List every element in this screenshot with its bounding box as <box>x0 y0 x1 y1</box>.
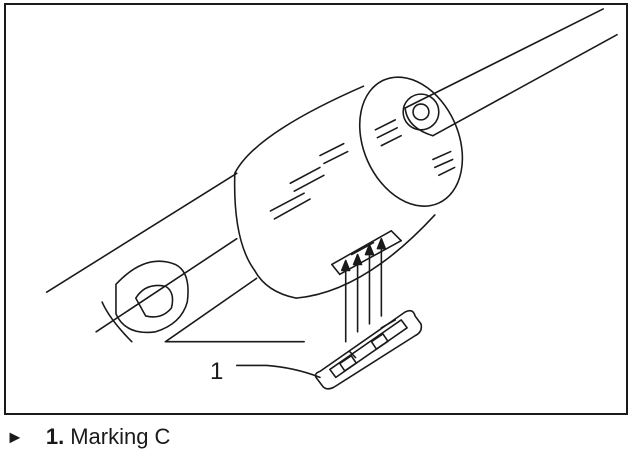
callout-leader-line <box>235 364 321 379</box>
legend-label: Marking C <box>70 424 171 449</box>
figure-frame: 1 <box>4 3 628 415</box>
figure-legend: ► 1. Marking C <box>6 424 170 450</box>
side-vents <box>269 142 349 220</box>
handle-tube <box>45 172 305 343</box>
marking-slot <box>331 229 402 276</box>
grip-handle <box>101 260 189 343</box>
extension-pipe <box>404 8 618 137</box>
right-triangle-icon: ► <box>6 426 24 447</box>
insertion-arrows <box>340 237 387 343</box>
cap-vents <box>374 119 456 177</box>
marking-c-plate <box>314 309 423 390</box>
vacuum-marking-illustration <box>45 8 618 390</box>
vacuum-body <box>233 76 464 299</box>
legend-number: 1. <box>45 424 65 449</box>
callout-number: 1 <box>210 358 224 385</box>
